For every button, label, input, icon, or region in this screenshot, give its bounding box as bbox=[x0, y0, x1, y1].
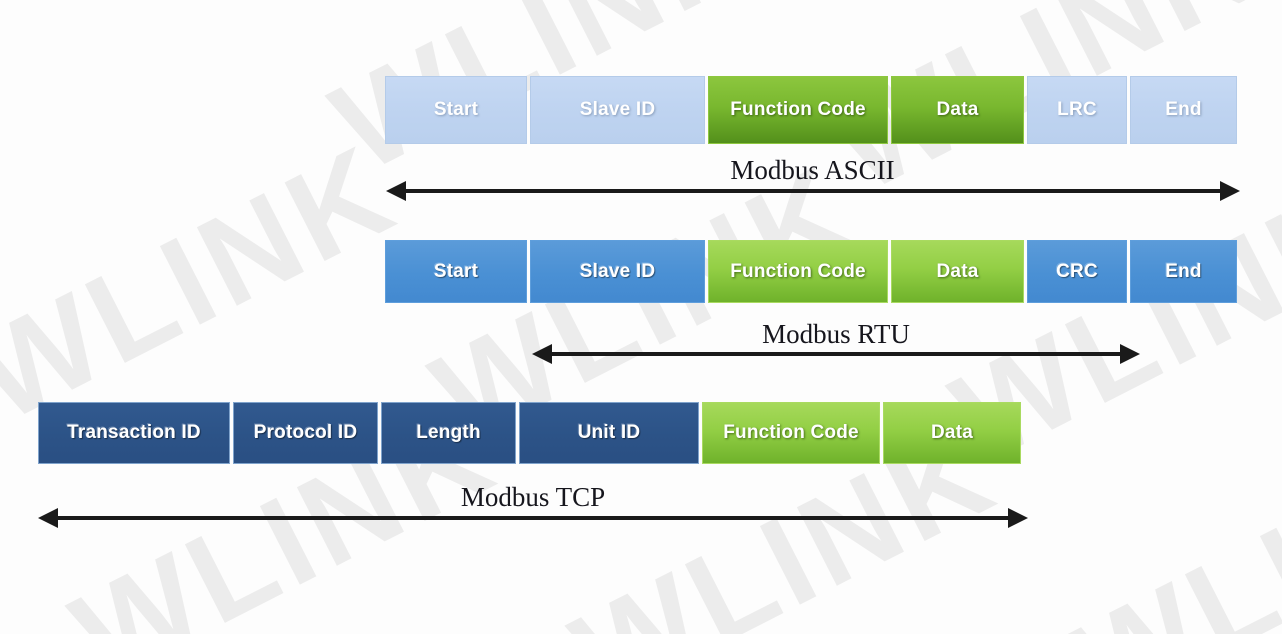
field-data[interactable]: Data bbox=[883, 402, 1021, 464]
field-label: Start bbox=[433, 99, 479, 120]
field-end[interactable]: End bbox=[1130, 240, 1237, 303]
caption-modbus-tcp: Modbus TCP bbox=[460, 482, 606, 512]
frame-row-modbus-ascii: Start Slave ID Function Code Data LRC En… bbox=[385, 76, 1237, 144]
field-label: CRC bbox=[1056, 260, 1098, 282]
span-arrow-modbus-tcp bbox=[38, 505, 1028, 531]
field-start[interactable]: Start bbox=[385, 76, 527, 144]
span-arrow-modbus-rtu bbox=[532, 341, 1140, 367]
watermark-text: WLINK bbox=[1052, 407, 1282, 634]
field-slave-id[interactable]: Slave ID bbox=[530, 240, 705, 303]
watermark-text: WLINK bbox=[0, 117, 418, 450]
frame-row-modbus-rtu: Start Slave ID Function Code Data CRC En… bbox=[385, 240, 1237, 303]
field-label: End bbox=[1165, 99, 1202, 120]
field-label: Function Code bbox=[730, 260, 866, 282]
field-function-code[interactable]: Function Code bbox=[708, 76, 888, 144]
field-label: LRC bbox=[1057, 99, 1097, 120]
field-label: Data bbox=[936, 99, 979, 120]
field-transaction-id[interactable]: Transaction ID bbox=[38, 402, 230, 464]
field-label: Data bbox=[931, 422, 973, 443]
field-label: Start bbox=[433, 260, 479, 282]
field-label: Slave ID bbox=[579, 99, 656, 120]
field-function-code[interactable]: Function Code bbox=[702, 402, 880, 464]
field-data[interactable]: Data bbox=[891, 76, 1024, 144]
field-length[interactable]: Length bbox=[381, 402, 516, 464]
frame-row-modbus-tcp: Transaction ID Protocol ID Length Unit I… bbox=[38, 402, 1021, 464]
field-protocol-id[interactable]: Protocol ID bbox=[233, 402, 378, 464]
field-lrc[interactable]: LRC bbox=[1027, 76, 1127, 144]
field-label: Function Code bbox=[730, 99, 866, 120]
field-data[interactable]: Data bbox=[891, 240, 1024, 303]
span-arrow-modbus-ascii bbox=[386, 178, 1240, 204]
caption-modbus-ascii: Modbus ASCII bbox=[730, 155, 895, 185]
field-label: Protocol ID bbox=[253, 422, 358, 443]
field-label: Unit ID bbox=[577, 422, 641, 443]
field-label: Transaction ID bbox=[67, 422, 201, 443]
caption-modbus-rtu: Modbus RTU bbox=[762, 319, 910, 349]
field-label: Length bbox=[416, 422, 481, 443]
field-label: Function Code bbox=[723, 422, 859, 443]
field-unit-id[interactable]: Unit ID bbox=[519, 402, 699, 464]
field-crc[interactable]: CRC bbox=[1027, 240, 1127, 303]
field-slave-id[interactable]: Slave ID bbox=[530, 76, 705, 144]
field-label: Slave ID bbox=[579, 260, 656, 282]
field-label: Data bbox=[936, 260, 979, 282]
field-end[interactable]: End bbox=[1130, 76, 1237, 144]
field-start[interactable]: Start bbox=[385, 240, 527, 303]
field-label: End bbox=[1165, 260, 1202, 282]
field-function-code[interactable]: Function Code bbox=[708, 240, 888, 303]
